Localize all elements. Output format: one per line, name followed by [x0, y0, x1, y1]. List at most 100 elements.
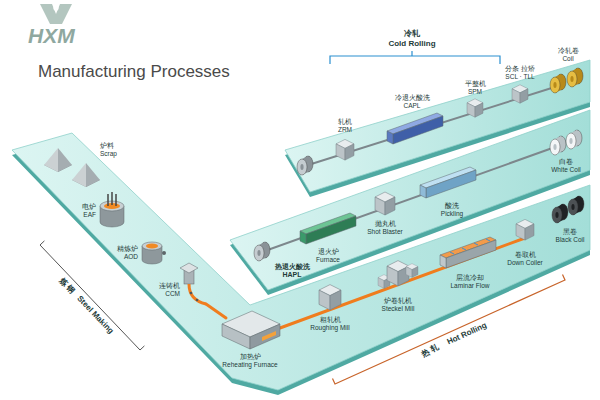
- zrm-mill: [336, 139, 354, 160]
- furnace-glow: [262, 331, 276, 341]
- part-label: Furnace: [316, 256, 340, 264]
- part-label: White Coil: [551, 166, 581, 174]
- molten-steel: [146, 244, 158, 249]
- section-bracket: [333, 275, 566, 385]
- down-coiler: [516, 219, 534, 240]
- logo-symbol: [40, 4, 72, 24]
- aod-vessel: [142, 242, 166, 264]
- gold-coil: [550, 74, 566, 93]
- aod-vessel: [142, 242, 162, 250]
- strip: [206, 86, 558, 328]
- part-label: SCL · TLL: [505, 73, 534, 81]
- section-bracket: [40, 241, 144, 350]
- scrap-pile: [72, 163, 86, 187]
- cooling-water: [474, 243, 478, 245]
- trunnion: [162, 251, 166, 255]
- part-label: Pickling: [441, 210, 463, 218]
- part-label: AOD: [124, 253, 138, 261]
- scrap-pile: [86, 163, 100, 187]
- white-coil: [566, 130, 582, 149]
- part-label: CCM: [165, 290, 180, 298]
- part-label: 炉卷轧机: [384, 297, 412, 305]
- roughing-mill: [319, 285, 341, 310]
- part-label: SPM: [468, 88, 482, 96]
- part-label: 冷轧卷: [558, 47, 579, 55]
- part-label: 冷退火酸洗: [395, 94, 430, 102]
- part-label: 分条 拉矫: [505, 65, 535, 73]
- electrode: [107, 194, 109, 206]
- section-label: Steel Making: [74, 294, 115, 336]
- logo-text: HXM: [28, 24, 75, 48]
- white-coil: [550, 136, 566, 155]
- black-coil: [552, 204, 568, 223]
- cooling-water: [450, 239, 490, 254]
- section-label: 炼 钢: [57, 276, 77, 296]
- section-label: 冷轧: [404, 29, 420, 39]
- part-label: Reheating Furnace: [222, 361, 277, 369]
- part-label: 白卷: [559, 158, 573, 166]
- roll: [196, 299, 199, 302]
- electrode: [111, 192, 113, 205]
- steckel-coiler-furnace: [406, 264, 418, 278]
- part-label: CAPL: [404, 102, 421, 110]
- scrap-pile: [44, 148, 100, 187]
- cast-strand: [189, 284, 206, 304]
- part-label: 加热炉: [240, 353, 261, 361]
- slitting-line: [512, 85, 528, 103]
- caster: [180, 263, 206, 304]
- entry-coil: [254, 242, 270, 261]
- section-bracket: [330, 51, 500, 64]
- part-label: 轧机: [338, 118, 352, 126]
- part-label: Steckel Mill: [382, 305, 415, 313]
- entry-coil: [297, 156, 313, 175]
- part-label: ZRM: [338, 126, 352, 134]
- part-label: 平整机: [465, 80, 486, 88]
- gold-coil: [567, 68, 583, 87]
- cooling-water: [462, 248, 466, 250]
- section-label: HAPL: [282, 271, 301, 279]
- part-label: Laminar Flow: [450, 282, 489, 290]
- eaf-vessel: [100, 192, 124, 227]
- section-label: 热 轧: [420, 343, 441, 360]
- section-label: 热退火酸洗: [275, 263, 310, 271]
- part-label: Shot Blaster: [367, 228, 402, 236]
- part-label: 抛丸机: [375, 220, 396, 228]
- hapl-band: [230, 110, 590, 290]
- annealing-furnace: [300, 213, 356, 244]
- capl-line: [387, 113, 443, 144]
- part-label: Scrap: [100, 150, 117, 158]
- pickling-tank: [420, 167, 476, 198]
- scrap-pile: [44, 148, 58, 172]
- shot-blaster: [375, 192, 395, 215]
- skin-pass-mill: [467, 99, 483, 117]
- part-label: Down Coiler: [507, 259, 542, 267]
- part-label: 卷取机: [515, 251, 536, 259]
- tundish: [180, 263, 198, 273]
- logo-symbol: [53, 5, 58, 10]
- reheating-furnace: [222, 324, 250, 349]
- section-label: Cold Rolling: [388, 39, 435, 49]
- reheating-furnace: [222, 311, 280, 349]
- cooling-water: [450, 252, 454, 254]
- part-label: 黑卷: [563, 228, 577, 236]
- part-label: 电炉: [82, 203, 96, 211]
- black-coil: [568, 196, 584, 215]
- part-label: EAF: [83, 211, 96, 219]
- part-label: 炉料: [100, 142, 114, 150]
- part-label: 酸洗: [445, 202, 459, 210]
- cooling-water: [486, 239, 490, 241]
- steckel-mill: [387, 261, 409, 286]
- part-label: 退火炉: [318, 248, 339, 256]
- hot-slab: [206, 304, 226, 318]
- process-band: [12, 60, 590, 395]
- cold-band: [285, 60, 590, 192]
- section-label: Hot Rolling: [445, 321, 488, 348]
- roll: [190, 292, 193, 295]
- part-label: Black Coil: [556, 236, 585, 244]
- electrode: [115, 194, 117, 206]
- part-label: 粗轧机: [320, 316, 341, 324]
- laminar-flow: [440, 237, 496, 268]
- part-label: 层流冷却: [456, 274, 484, 282]
- part-label: Coil: [562, 55, 573, 63]
- diagram-title: Manufacturing Processes: [38, 62, 230, 82]
